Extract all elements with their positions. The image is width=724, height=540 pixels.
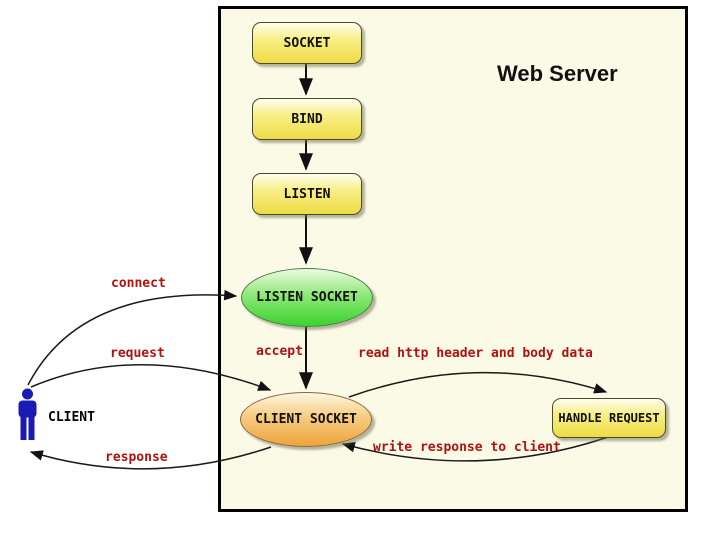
node-client-socket: CLIENT SOCKET	[240, 392, 372, 447]
node-bind: BIND	[252, 98, 362, 140]
client-person-icon	[18, 388, 37, 440]
node-bind-label: BIND	[291, 111, 323, 127]
node-socket: SOCKET	[252, 22, 362, 64]
arrow-request	[30, 364, 272, 391]
node-client-socket-label: CLIENT SOCKET	[255, 412, 357, 427]
arrow-response	[29, 446, 272, 470]
arrow-read-http	[348, 371, 608, 398]
server-title: Web Server	[497, 61, 618, 86]
node-listen: LISTEN	[252, 173, 362, 215]
edge-label-accept: accept	[256, 344, 303, 359]
node-socket-label: SOCKET	[283, 35, 331, 51]
edge-label-read-http: read http header and body data	[358, 346, 593, 361]
edge-label-write-response: write response to client	[373, 440, 561, 455]
arrow-write-response	[341, 436, 609, 462]
node-listen-socket-label: LISTEN SOCKET	[256, 290, 358, 305]
node-listen-label: LISTEN	[283, 186, 331, 202]
arrow-connect	[27, 289, 238, 386]
client-label: CLIENT	[48, 410, 95, 425]
edge-label-connect: connect	[111, 276, 166, 291]
node-handle-request: HANDLE REQUEST	[552, 398, 666, 438]
node-handle-request-label: HANDLE REQUEST	[558, 411, 660, 425]
edge-label-response: response	[105, 450, 168, 465]
edge-label-request: request	[110, 346, 165, 361]
node-listen-socket: LISTEN SOCKET	[241, 268, 373, 327]
